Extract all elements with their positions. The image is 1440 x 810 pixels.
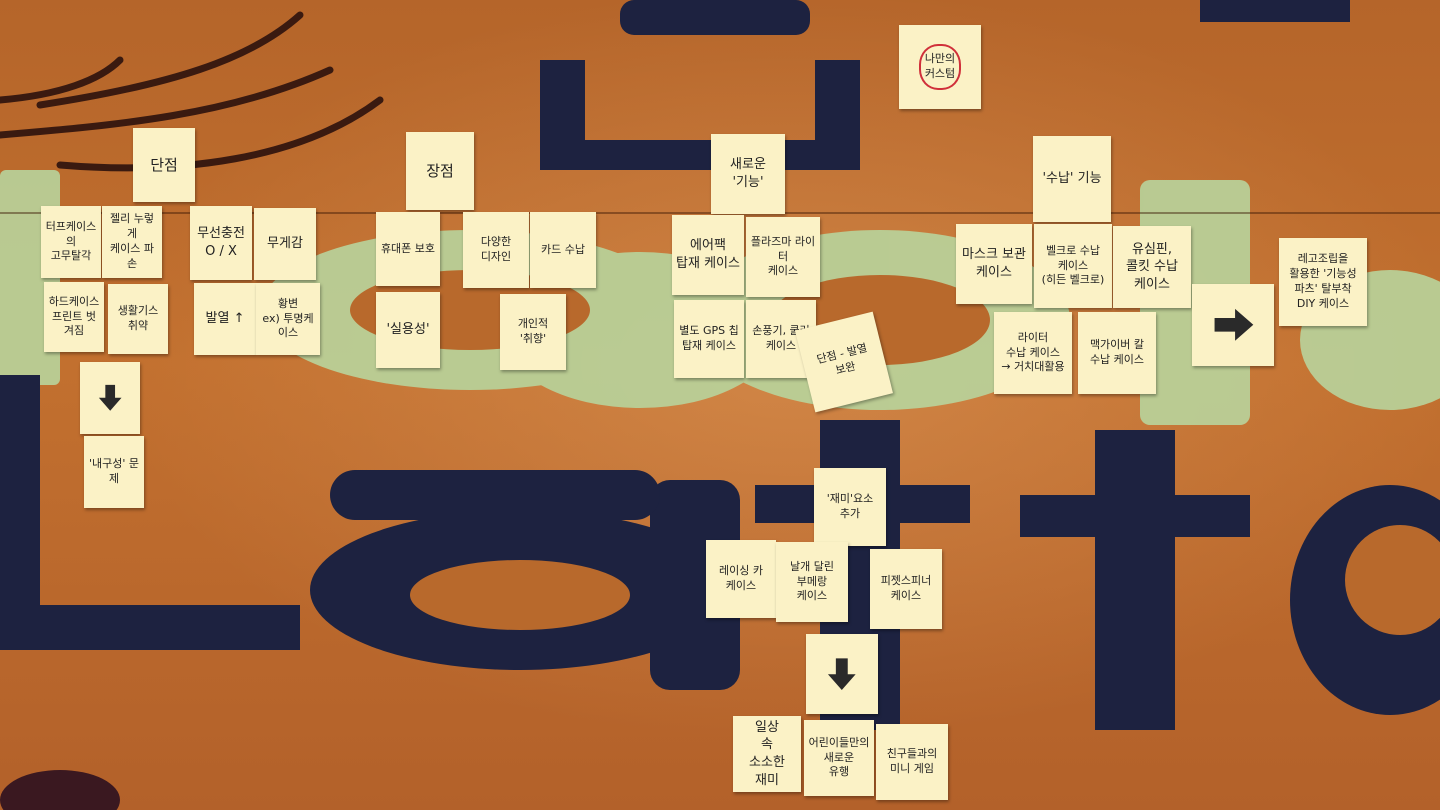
storage-header-note: '수납' 기능 [1033, 136, 1111, 222]
fun-note: 피젯스피너 케이스 [870, 549, 942, 629]
fun-note: 날개 달린 부메랑 케이스 [776, 542, 848, 622]
cons-note: 하드케이스 프린트 벗겨짐 [44, 282, 104, 352]
fun-outcome-note: 친구들과의 미니 게임 [876, 724, 948, 800]
new-feature-note: 에어팩 탑재 케이스 [672, 215, 744, 295]
pros-note: 휴대폰 보호 [376, 212, 440, 286]
my-custom-note: 나만의 커스텀 [899, 25, 981, 109]
cons-conclusion-note: '내구성' 문제 [84, 436, 144, 508]
right-arrow-note [1192, 284, 1274, 366]
storage-result-note: 레고조립을 활용한 '기능성 파츠' 탈부착 DIY 케이스 [1279, 238, 1367, 326]
storage-note: 벨크로 수납 케이스 (히든 벨크로) [1034, 224, 1112, 308]
storage-note: 유심핀, 콜킷 수납 케이스 [1113, 226, 1191, 308]
cons-note: 황변 ex) 투명케이스 [256, 283, 320, 355]
arrow-right-icon [1214, 309, 1254, 341]
pros-note: '실용성' [376, 292, 440, 368]
new-feature-note: 플라즈마 라이터 케이스 [746, 217, 820, 297]
cons-note: 터프케이스의 고무탈각 [41, 206, 101, 278]
cons-header-note: 단점 [133, 128, 195, 202]
pros-header-note: 장점 [406, 132, 474, 210]
fun-outcome-note: 일상 속 소소한 재미 [733, 716, 801, 792]
mural-swirl [0, 11, 384, 172]
my-custom-label: 나만의 커스텀 [918, 44, 962, 90]
cons-note: 젤리 누렇게 케이스 파손 [102, 206, 162, 278]
down-arrow-note [806, 634, 878, 714]
cons-note: 발열 ↑ [194, 283, 256, 355]
pros-note: 카드 수납 [530, 212, 596, 288]
arrow-down-icon [98, 385, 122, 411]
pros-note: 다양한 디자인 [463, 212, 529, 288]
fun-note: 레이싱 카 케이스 [706, 540, 776, 618]
storage-note: 라이터 수납 케이스 → 거치대활용 [994, 312, 1072, 394]
new-feature-header-note: 새로운 '기능' [711, 134, 785, 214]
cons-note: 무게감 [254, 208, 316, 280]
fun-outcome-note: 어린이들만의 새로운 유행 [804, 720, 874, 796]
cons-note: 생활기스 취약 [108, 284, 168, 354]
new-feature-note: 별도 GPS 칩 탑재 케이스 [674, 300, 744, 378]
arrow-down-icon [828, 658, 856, 690]
cons-note: 무선충전 O / X [190, 206, 252, 280]
storage-note: 마스크 보관 케이스 [956, 224, 1032, 304]
fun-header-note: '재미'요소 추가 [814, 468, 886, 546]
storage-note: 맥가이버 칼 수납 케이스 [1078, 312, 1156, 394]
down-arrow-note [80, 362, 140, 434]
pros-note: 개인적 '취향' [500, 294, 566, 370]
